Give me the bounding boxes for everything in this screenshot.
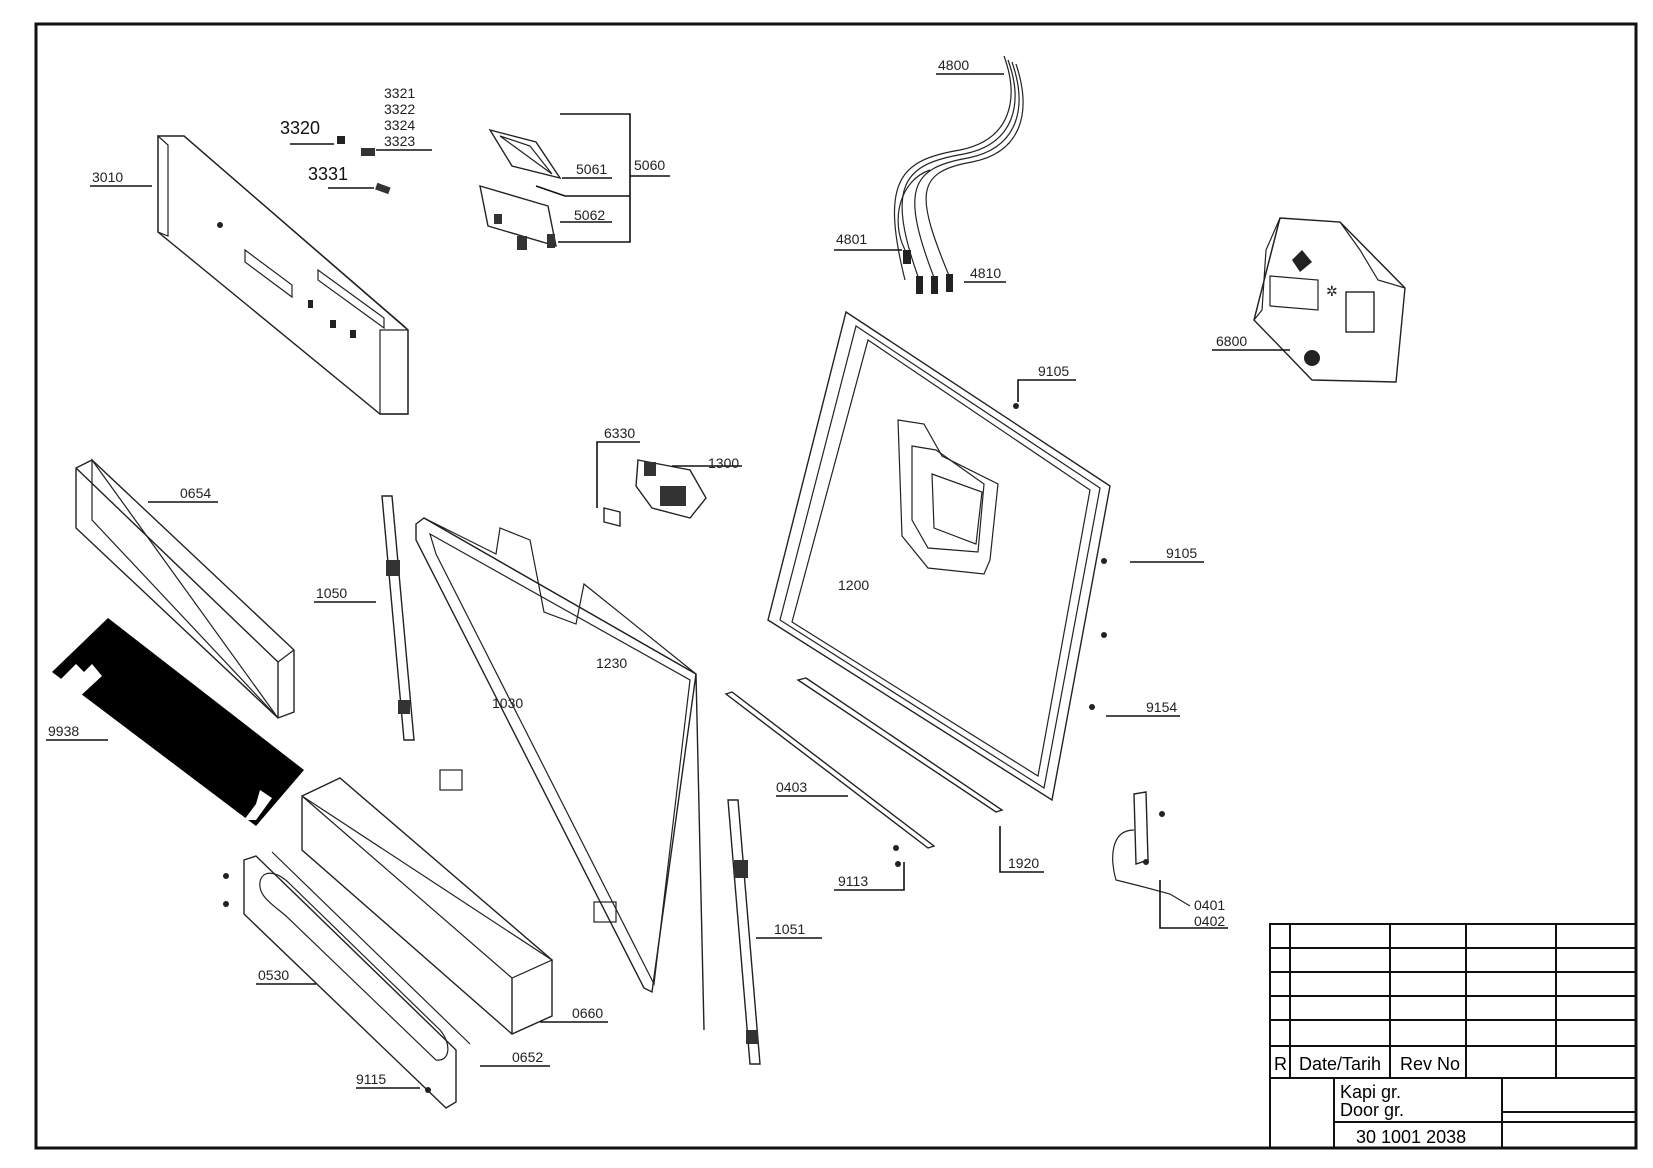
side-rail-1050-part	[381, 495, 415, 741]
label-4801: 4801	[836, 231, 867, 247]
label-3323: 3323	[384, 133, 415, 149]
kickplate-part	[223, 851, 471, 1109]
title-block-date: Date/Tarih	[1299, 1054, 1381, 1074]
label-9938: 9938	[48, 723, 79, 739]
label-1200: 1200	[838, 577, 869, 593]
bar-0654-part	[75, 458, 295, 719]
label-1230: 1230	[596, 655, 627, 671]
label-3010: 3010	[92, 169, 123, 185]
title-block-r: R	[1274, 1054, 1287, 1074]
leader-lines	[46, 73, 1290, 1089]
label-1300: 1300	[708, 455, 739, 471]
label-0654: 0654	[180, 485, 211, 501]
label-4800: 4800	[938, 57, 969, 73]
label-1051: 1051	[774, 921, 805, 937]
cable-harness-part	[893, 55, 1024, 294]
side-rail-1051-part	[727, 799, 761, 1065]
knob-parts	[337, 136, 391, 195]
label-3331: 3331	[308, 164, 348, 184]
title-block-name-tr: Kapi gr.	[1340, 1082, 1401, 1102]
label-6330: 6330	[604, 425, 635, 441]
door-lock-part	[603, 459, 707, 527]
label-3324: 3324	[384, 117, 415, 133]
dispenser-part: ✲	[1253, 217, 1406, 383]
insulation-block-part	[301, 777, 554, 1035]
label-6800: 6800	[1216, 333, 1247, 349]
strip-1920-part	[796, 677, 1004, 813]
label-0403: 0403	[776, 779, 807, 795]
label-9105-top: 9105	[1038, 363, 1069, 379]
label-5062: 5062	[574, 207, 605, 223]
label-0530: 0530	[258, 967, 289, 983]
label-0402: 0402	[1194, 913, 1225, 929]
inner-door-part	[767, 310, 1111, 802]
drawing-frame	[34, 22, 1638, 1150]
label-0652: 0652	[512, 1049, 543, 1065]
strip-0403-part	[724, 691, 936, 849]
label-5061: 5061	[576, 161, 607, 177]
part-labels: 3321 3322 3324 3323 3320 3331 3010 5061 …	[48, 57, 1247, 1087]
title-block-rev: Rev No	[1400, 1054, 1460, 1074]
label-9115: 9115	[356, 1071, 386, 1087]
hinge-part	[1112, 791, 1191, 907]
label-5060: 5060	[634, 157, 665, 173]
label-0401: 0401	[1194, 897, 1225, 913]
label-4810: 4810	[970, 265, 1001, 281]
screw-parts	[893, 403, 1107, 867]
title-block-name-en: Door gr.	[1340, 1100, 1404, 1120]
label-9113: 9113	[838, 873, 868, 889]
label-9105-right: 9105	[1166, 545, 1197, 561]
label-3322: 3322	[384, 101, 415, 117]
label-0660: 0660	[572, 1005, 603, 1021]
label-1030: 1030	[492, 695, 523, 711]
title-block: R Date/Tarih Rev No Kapi gr. Door gr. 30…	[1269, 923, 1637, 1149]
label-3320: 3320	[280, 118, 320, 138]
title-block-doc-no: 30 1001 2038	[1356, 1127, 1466, 1147]
label-3321: 3321	[384, 85, 415, 101]
label-1050: 1050	[316, 585, 347, 601]
label-1920: 1920	[1008, 855, 1039, 871]
label-9154: 9154	[1146, 699, 1177, 715]
electronic-module-part	[479, 128, 562, 250]
control-panel-part	[157, 134, 409, 415]
black-panel-part	[52, 618, 304, 826]
outer-door-panel-part	[415, 517, 705, 1031]
svg-text:✲: ✲	[1326, 283, 1338, 299]
